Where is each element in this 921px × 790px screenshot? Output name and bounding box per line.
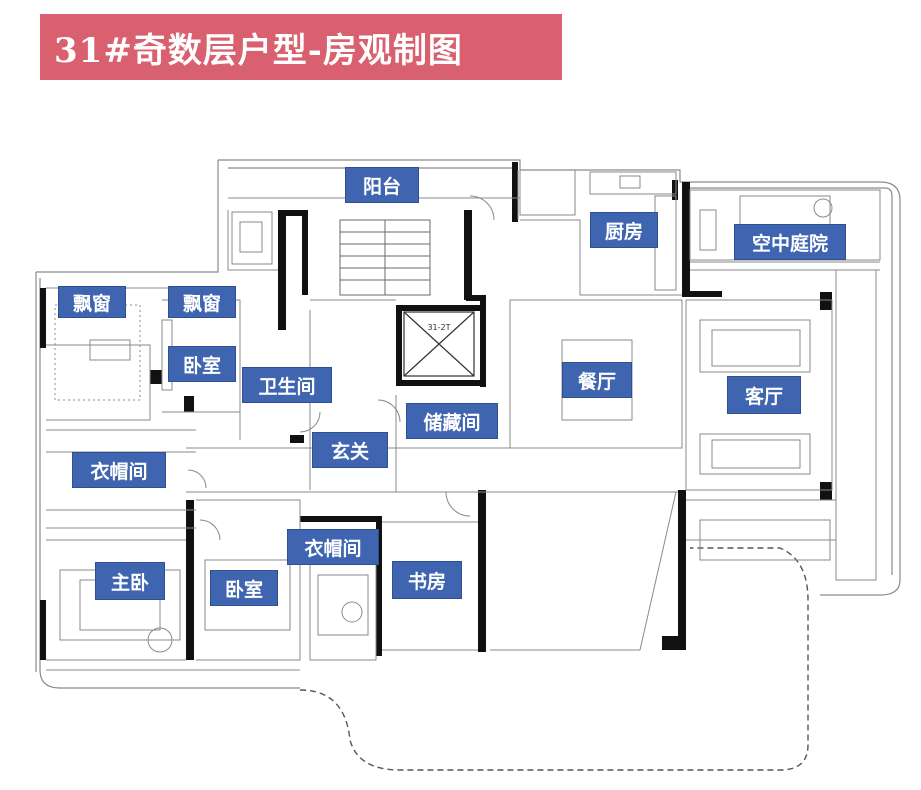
outer-outline xyxy=(35,159,901,689)
room-label-balcony: 阳台 xyxy=(345,167,419,203)
room-label-sky-garden: 空中庭院 xyxy=(734,224,846,260)
page-title: 31#奇数层户型-房观制图 xyxy=(54,30,463,71)
room-label-living: 客厅 xyxy=(727,376,801,414)
room-label-bathroom: 卫生间 xyxy=(242,367,332,403)
staircase xyxy=(339,219,431,296)
room-label-study: 书房 xyxy=(392,561,462,599)
door-swings xyxy=(187,195,495,541)
elevator xyxy=(403,311,475,377)
room-label-dining: 餐厅 xyxy=(562,362,632,398)
room-label-bay-window-1: 飘窗 xyxy=(58,286,126,318)
terrace-dashed-outline xyxy=(299,547,809,771)
room-label-wardrobe-1: 衣帽间 xyxy=(72,452,166,488)
room-label-bedroom-bottom: 卧室 xyxy=(210,570,278,606)
walls xyxy=(40,162,832,660)
elevator-number: 31-2T xyxy=(427,323,450,332)
room-label-wardrobe-2: 衣帽间 xyxy=(287,529,379,565)
room-label-bedroom-top: 卧室 xyxy=(168,346,236,382)
room-label-master-bedroom: 主卧 xyxy=(95,562,165,600)
room-label-storage: 储藏间 xyxy=(406,403,498,439)
room-label-bay-window-2: 飘窗 xyxy=(168,286,236,318)
title-banner: 31#奇数层户型-房观制图 xyxy=(40,14,562,80)
room-label-foyer: 玄关 xyxy=(312,432,388,468)
room-label-kitchen: 厨房 xyxy=(590,212,658,248)
